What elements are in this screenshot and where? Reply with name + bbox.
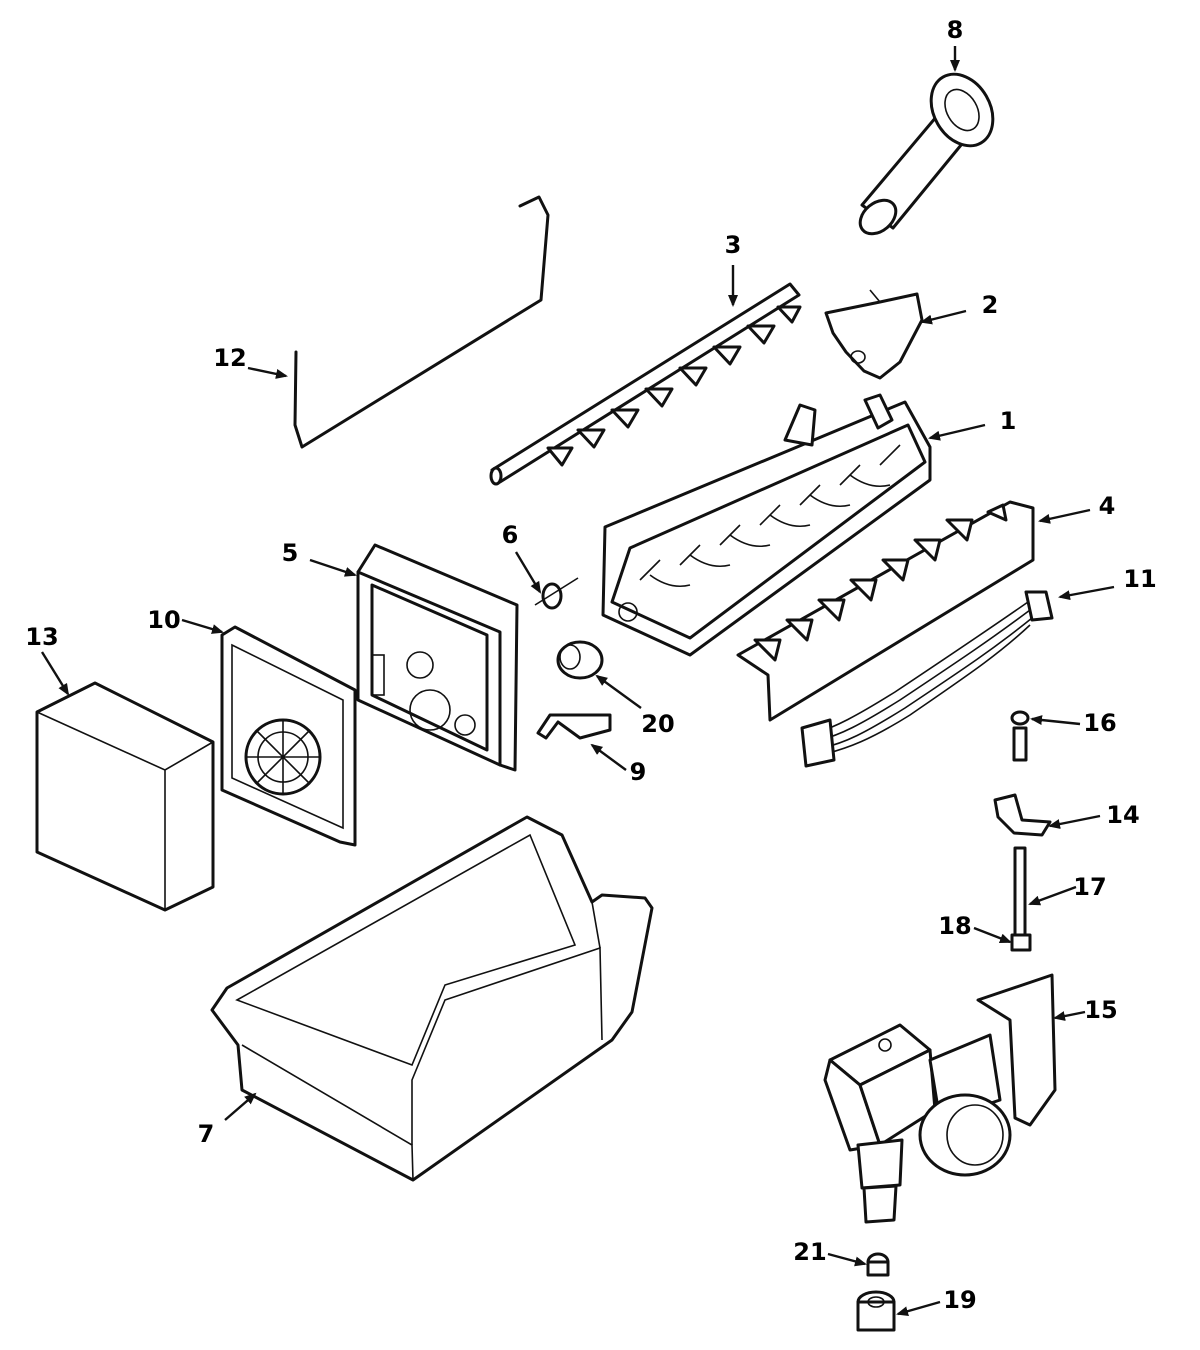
callout-15: 15 xyxy=(1084,996,1117,1024)
leader-arrows xyxy=(40,46,1115,1317)
fill-tube xyxy=(858,72,995,236)
leader-10 xyxy=(181,618,224,634)
leader-5 xyxy=(309,558,357,577)
callout-16: 16 xyxy=(1083,709,1116,737)
callout-8: 8 xyxy=(947,16,964,44)
ejector xyxy=(489,282,802,486)
leader-4 xyxy=(1038,508,1091,524)
callout-14: 14 xyxy=(1106,801,1139,829)
leader-16 xyxy=(1030,715,1081,726)
callout-17: 17 xyxy=(1073,873,1106,901)
stripper xyxy=(736,500,1035,722)
callout-13: 13 xyxy=(25,623,58,651)
leader-19 xyxy=(896,1300,941,1317)
callout-19: 19 xyxy=(943,1286,976,1314)
nut-small xyxy=(1010,710,1030,762)
callout-5: 5 xyxy=(282,539,299,567)
cover xyxy=(35,681,215,912)
leader-14 xyxy=(1048,814,1101,829)
callout-10: 10 xyxy=(147,606,180,634)
ice-mold xyxy=(601,393,932,657)
callout-12: 12 xyxy=(213,344,246,372)
leader-17 xyxy=(1028,885,1077,906)
water-valve xyxy=(823,973,1057,1224)
leader-13 xyxy=(40,651,70,696)
callout-6: 6 xyxy=(502,521,519,549)
callout-9: 9 xyxy=(630,758,647,786)
callout-21: 21 xyxy=(793,1238,826,1266)
mounting-bracket xyxy=(536,713,612,740)
compression-nut xyxy=(856,1290,896,1332)
leader-9 xyxy=(590,743,627,771)
gear-motor xyxy=(220,625,357,847)
small-insert xyxy=(866,1252,890,1277)
wiring-harness xyxy=(800,590,1054,768)
callout-11: 11 xyxy=(1123,565,1156,593)
shutoff-arm xyxy=(293,195,550,449)
water-tube xyxy=(1010,846,1032,952)
callout-3: 3 xyxy=(725,231,742,259)
leader-1 xyxy=(928,423,986,441)
callout-4: 4 xyxy=(1099,492,1116,520)
clip xyxy=(534,577,579,610)
leader-6 xyxy=(514,551,542,594)
callout-7: 7 xyxy=(198,1120,215,1148)
ejector-bracket xyxy=(824,289,924,380)
leader-21 xyxy=(827,1252,867,1267)
control-housing xyxy=(356,543,519,772)
leader-12 xyxy=(247,366,288,379)
callout-1: 1 xyxy=(1000,407,1017,435)
leader-2 xyxy=(920,309,967,325)
leader-7 xyxy=(224,1092,257,1121)
leader-15 xyxy=(1053,1010,1086,1021)
callout-20: 20 xyxy=(641,710,674,738)
callout-18: 18 xyxy=(938,912,971,940)
ice-bin xyxy=(210,815,654,1182)
thermostat xyxy=(556,640,604,680)
leader-20 xyxy=(595,674,642,709)
callout-labels: 8 3 2 12 1 4 5 6 10 11 13 20 9 16 14 17 … xyxy=(25,16,1156,1314)
clamp xyxy=(993,793,1052,837)
leader-18 xyxy=(973,926,1012,944)
callout-2: 2 xyxy=(982,291,999,319)
leader-11 xyxy=(1058,585,1115,601)
